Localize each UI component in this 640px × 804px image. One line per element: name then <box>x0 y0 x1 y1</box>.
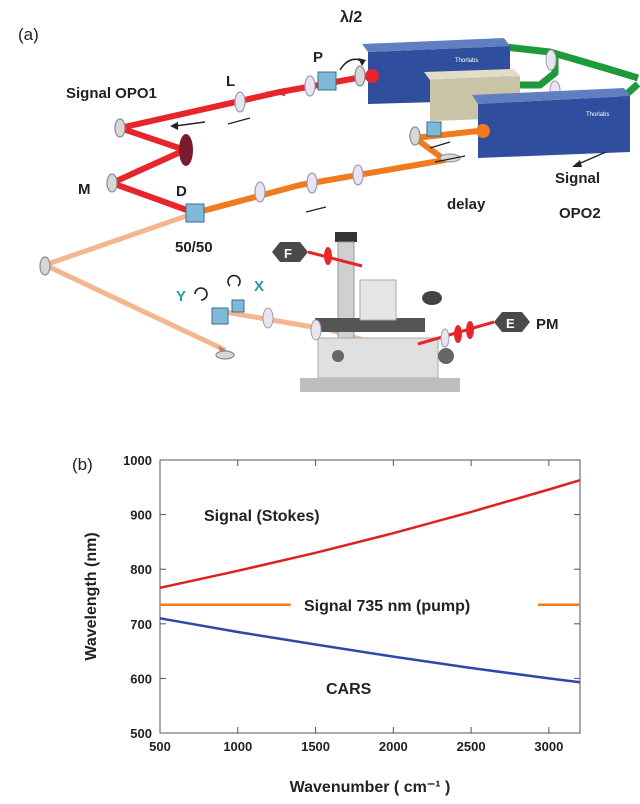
label-M: M <box>78 181 91 198</box>
mirror-top-left <box>114 118 126 138</box>
label-D: D <box>176 183 187 200</box>
mirror-orange <box>409 126 421 146</box>
plot-frame <box>159 459 581 734</box>
detector-F <box>272 242 308 262</box>
label-signal-opo1: Signal OPO1 <box>66 85 157 102</box>
mirror-p <box>354 65 366 87</box>
beam-F <box>307 250 363 268</box>
y-tick-label: 1000 <box>123 453 152 468</box>
x-tick-label: 1500 <box>301 739 330 754</box>
opo2-arrowhead <box>572 160 582 167</box>
polarizer-P <box>317 71 337 91</box>
label-delay: delay <box>447 196 486 213</box>
x-tick-label: 2500 <box>457 739 486 754</box>
label-P: P <box>313 49 323 66</box>
panel-b: (b) 500 1000 1500 2000 2500 3000 500 600 700 800 9… <box>72 453 581 796</box>
laser-output-orange <box>476 124 490 138</box>
half-wave-arrowhead <box>358 58 366 66</box>
red-lenses <box>234 75 316 113</box>
label-signal-opo2-line1: Signal <box>555 170 600 187</box>
galvo-scanner <box>194 274 245 325</box>
laser-logo-1: Thorlabs <box>455 58 478 64</box>
orange-lenses <box>254 164 364 203</box>
label-L: L <box>226 73 235 90</box>
x-axis-label: Wavenumber ( cm⁻¹ ) <box>290 779 451 796</box>
mirror-M <box>106 173 118 193</box>
opo2-arrow <box>575 151 607 166</box>
filter-E-1 <box>454 325 462 343</box>
series-cars-line <box>159 617 581 684</box>
mirror-left <box>39 256 51 276</box>
red-arrowhead <box>170 122 178 130</box>
label-E: E <box>506 316 515 331</box>
orange-beam <box>194 128 479 216</box>
beamsplitter-5050 <box>185 203 205 223</box>
laser-opo2: Thorlabs <box>472 88 630 158</box>
detector-E <box>494 312 530 332</box>
lens-L <box>234 91 246 113</box>
red-focus <box>265 88 285 96</box>
lens-scan-1 <box>262 307 274 329</box>
x-tick-label: 1000 <box>223 739 252 754</box>
orange-beam-path <box>194 128 479 216</box>
green-lens-1 <box>545 49 557 71</box>
panel-a-label: (a) <box>18 25 39 44</box>
red-beam <box>109 73 369 216</box>
series-label-signal-stokes: Signal (Stokes) <box>204 508 320 525</box>
series-label-pump: Signal 735 nm (pump) <box>304 598 470 615</box>
red-direction-arrow <box>174 121 206 127</box>
laser-logo-2: Thorlabs <box>586 112 609 118</box>
series-label-cars: CARS <box>326 681 372 698</box>
translation-arrows <box>227 117 451 213</box>
filter-E-2 <box>466 321 474 339</box>
green-beam-top <box>504 43 640 82</box>
label-5050: 50/50 <box>175 239 213 256</box>
lens-E <box>440 328 450 348</box>
y-tick-label: 500 <box>130 726 152 741</box>
chart: 500 1000 1500 2000 2500 3000 500 600 700 800 900 10… <box>83 453 581 796</box>
y-axis-label: Wavelength (nm) <box>83 532 100 660</box>
series-signal-stokes-line <box>159 479 581 590</box>
label-X: X <box>254 278 264 295</box>
y-tick-label: 600 <box>130 671 152 686</box>
y-tick-label: 700 <box>130 617 152 632</box>
label-Y: Y <box>176 288 186 305</box>
red-beam-path <box>109 73 369 216</box>
lens-orange-3 <box>352 164 364 186</box>
label-F: F <box>284 246 292 261</box>
delay-stage <box>426 121 466 163</box>
laser-output-red <box>365 69 379 83</box>
label-half-wave: λ/2 <box>340 9 362 26</box>
x-tick-label: 3000 <box>534 739 563 754</box>
x-tick-label: 2000 <box>379 739 408 754</box>
microscope <box>300 232 460 392</box>
filter-F <box>324 247 332 265</box>
label-signal-opo2-line2: OPO2 <box>559 205 601 222</box>
label-PM: PM <box>536 316 559 333</box>
combined-beam-path-1 <box>42 210 227 353</box>
y-tick-label: 800 <box>130 562 152 577</box>
mirror-bottom <box>215 350 235 360</box>
panel-a: (a) Thorlabs Thorlabs <box>18 9 640 392</box>
x-tick-label: 500 <box>149 739 171 754</box>
lens-orange-1 <box>254 181 266 203</box>
dichroic-D <box>179 134 193 166</box>
lens-scan-2 <box>310 319 322 341</box>
y-tick-label: 900 <box>130 508 152 523</box>
lens-red-2 <box>304 75 316 97</box>
lens-orange-2 <box>306 172 318 194</box>
panel-b-label: (b) <box>72 455 93 474</box>
mirrors <box>39 65 421 360</box>
